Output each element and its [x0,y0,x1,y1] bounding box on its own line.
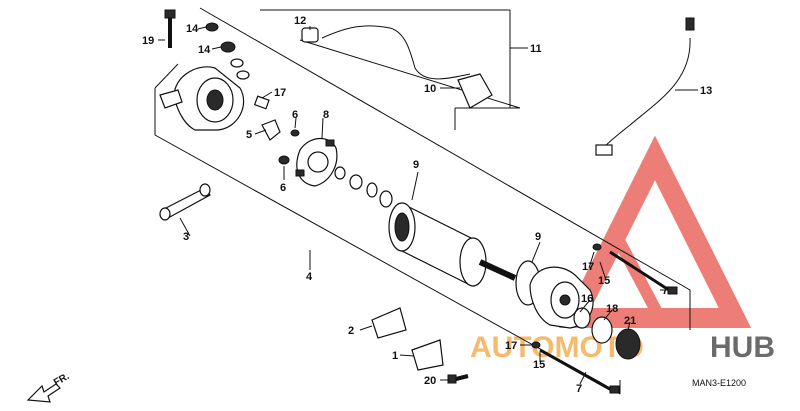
terminal-parts [253,95,300,165]
bolt-19 [164,9,176,48]
callout-20: 20 [424,375,436,387]
callout-10: 10 [424,83,436,95]
callout-3: 3 [183,231,189,243]
watermark-text-secondary: HUB [710,331,775,364]
callout-6b: 6 [280,182,286,194]
callout-7b: 7 [576,383,582,395]
callout-7a: 7 [662,285,668,297]
callout-8: 8 [323,109,329,121]
callout-21: 21 [624,315,636,327]
callout-13: 13 [700,85,712,97]
long-bolts-7 [531,243,678,394]
direction-label: FR. [52,371,72,389]
callout-16: 16 [581,293,593,305]
leader-lines [158,26,698,385]
stay-3 [159,183,211,221]
watermark-logo: AUTOMOTO HUB [470,135,775,364]
callout-17a: 17 [274,87,286,99]
callout-18: 18 [606,303,618,315]
callout-17c: 17 [505,340,517,352]
callout-4: 4 [306,271,313,283]
brush-holder-8 [295,137,338,187]
callout-1: 1 [392,350,398,362]
mount-parts [371,307,469,384]
callout-9a: 9 [413,159,419,171]
ground-cable-13 [595,17,695,156]
callout-12: 12 [294,15,306,27]
callout-2: 2 [348,325,354,337]
watermark-inner-triangle [562,222,670,324]
rear-cover [159,66,245,131]
front-direction-arrow: FR. [26,371,72,403]
callout-9b: 9 [535,231,541,243]
callout-19: 19 [142,35,154,47]
callout-14a: 14 [186,23,199,35]
callout-11: 11 [530,43,542,55]
callout-numbers: 19 14 14 17 5 6 6 8 12 11 10 13 9 9 3 4 … [142,15,712,395]
shim-washers [334,166,393,208]
callout-14b: 14 [198,44,211,56]
callout-15a: 15 [598,275,610,287]
starter-cable-11 [301,25,493,109]
callout-15b: 15 [533,359,545,371]
callout-6a: 6 [292,109,298,121]
diagram-code: MAN3-E1200 [692,378,746,388]
callout-5: 5 [246,129,252,141]
callout-17b: 17 [582,261,594,273]
motor-yoke-9 [388,202,517,287]
